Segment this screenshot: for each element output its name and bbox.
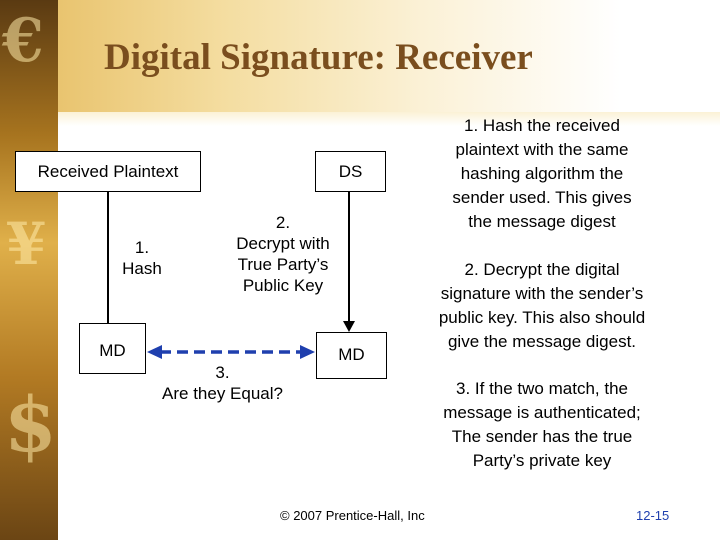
- decrypt-arrowhead: [343, 321, 355, 332]
- step-1-line-1: 1. Hash the received: [464, 116, 620, 135]
- equal-step-text: Are they Equal?: [162, 384, 283, 403]
- equal-step-label: 3. Are they Equal?: [140, 362, 305, 404]
- hash-step-text: Hash: [122, 259, 162, 278]
- step-2-line-4: give the message digest.: [447, 332, 637, 351]
- step-3-line-1: 3. If the two match, the: [456, 379, 628, 398]
- decrypt-flow-line: [348, 192, 350, 322]
- md-left-box: MD: [79, 323, 146, 374]
- step-3-line-4: Party’s private key: [472, 451, 612, 470]
- decrypt-step-line-1: Decrypt with: [236, 234, 330, 253]
- step-2-line-2: signature with the sender’s: [440, 284, 644, 303]
- ds-box: DS: [315, 151, 386, 192]
- euro-symbol-decoration: €: [2, 6, 44, 76]
- step-1-line-2: plaintext with the same: [455, 140, 629, 159]
- md-left-label: MD: [99, 341, 126, 360]
- step-1-line-3: hashing algorithm the: [460, 164, 624, 183]
- title-band-fade: [58, 112, 720, 126]
- title-background-band: [58, 0, 720, 112]
- hash-step-label: 1. Hash: [112, 237, 172, 279]
- received-plaintext-box: Received Plaintext: [15, 151, 201, 192]
- comparison-arrowhead-right: [300, 345, 315, 359]
- equal-step-number: 3.: [215, 363, 230, 382]
- decorative-currency-band: € ¥ $: [0, 0, 58, 540]
- step-2-line-1: 2. Decrypt the digital: [464, 260, 620, 279]
- ds-label: DS: [338, 161, 363, 181]
- step-3-explanation: 3. If the two match, the message is auth…: [402, 377, 682, 473]
- step-1-explanation: 1. Hash the received plaintext with the …: [402, 114, 682, 234]
- decrypt-step-line-3: Public Key: [242, 276, 324, 295]
- received-plaintext-label: Received Plaintext: [37, 161, 179, 181]
- dollar-symbol-decoration: $: [4, 380, 57, 469]
- step-1-line-5: the message digest: [468, 212, 616, 231]
- copyright-notice: © 2007 Prentice-Hall, Inc: [280, 508, 425, 523]
- slide-title: Digital Signature: Receiver: [104, 37, 533, 78]
- decrypt-step-line-2: True Party’s: [237, 255, 329, 274]
- md-right-label: MD: [338, 344, 365, 364]
- slide-number: 12-15: [636, 508, 670, 523]
- decrypt-step-label: 2. Decrypt with True Party’s Public Key: [213, 212, 353, 296]
- step-2-explanation: 2. Decrypt the digital signature with th…: [402, 258, 682, 354]
- md-right-box: MD: [316, 332, 387, 379]
- hash-flow-line: [107, 192, 109, 323]
- comparison-arrowhead-left: [147, 345, 162, 359]
- hash-step-number: 1.: [134, 238, 150, 257]
- step-3-line-3: The sender has the true: [451, 427, 633, 446]
- yen-symbol-decoration: ¥: [6, 210, 47, 278]
- step-3-line-2: message is authenticated;: [443, 403, 641, 422]
- step-2-line-3: public key. This also should: [438, 308, 646, 327]
- step-1-line-4: sender used. This gives: [452, 188, 632, 207]
- decrypt-step-number: 2.: [275, 213, 291, 232]
